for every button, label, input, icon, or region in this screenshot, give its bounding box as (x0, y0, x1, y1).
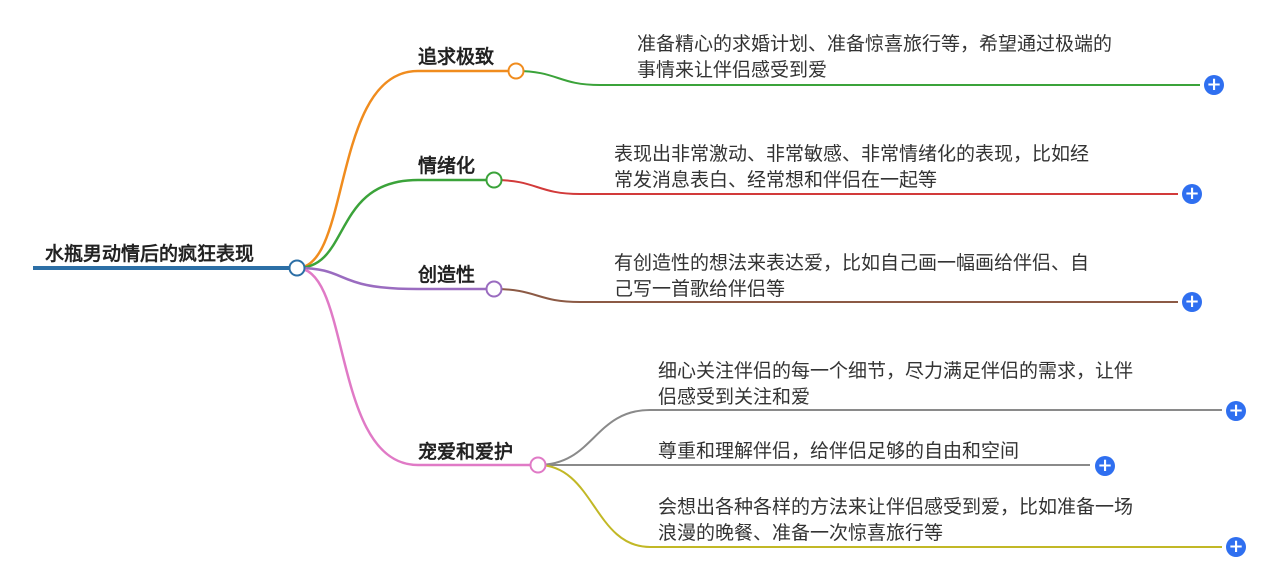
plus-icon[interactable]: + (1182, 184, 1202, 204)
leaf-text-line: 浪漫的晚餐、准备一次惊喜旅行等 (658, 522, 944, 544)
leaf-text-line: 会想出各种各样的方法来让伴侣感受到爱，比如准备一场 (658, 496, 1134, 518)
branch-node-label: 追求极致 (418, 46, 495, 68)
leaf-text-line: 尊重和理解伴侣，给伴侣足够的自由和空间 (658, 440, 1020, 462)
leaf-node-text: 表现出非常激动、非常敏感、非常情绪化的表现，比如经常发消息表白、经常想和伴侣在一… (614, 141, 1089, 193)
root-node-label: 水瓶男动情后的疯狂表现 (45, 243, 255, 265)
leaf-text-line: 常发消息表白、经常想和伴侣在一起等 (614, 169, 938, 191)
leaf-text-line: 准备精心的求婚计划、准备惊喜旅行等，希望通过极端的 (637, 33, 1113, 55)
leaf-text-line: 表现出非常激动、非常敏感、非常情绪化的表现，比如经 (614, 143, 1090, 165)
plus-icon[interactable]: + (1226, 401, 1246, 421)
branch-connector (296, 69, 516, 270)
leaf-text-line: 己写一首歌给伴侣等 (614, 278, 786, 300)
leaf-node-text: 细心关注伴侣的每一个细节，尽力满足伴侣的需求，让伴侣感受到关注和爱 (658, 358, 1133, 410)
plus-icon[interactable]: + (1204, 75, 1224, 95)
leaf-text-line: 侣感受到关注和爱 (658, 386, 811, 408)
branch-node-label: 宠爱和爱护 (418, 441, 514, 463)
leaf-node-text: 有创造性的想法来表达爱，比如自己画一幅画给伴侣、自己写一首歌给伴侣等 (614, 250, 1089, 302)
leaf-text-line: 有创造性的想法来表达爱，比如自己画一幅画给伴侣、自 (614, 252, 1090, 274)
branch-node-circle (507, 62, 525, 80)
branch-node-circle (485, 171, 503, 189)
leaf-connector (537, 409, 1222, 466)
leaf-node-text: 尊重和理解伴侣，给伴侣足够的自由和空间 (658, 438, 1019, 464)
branch-node-label: 创造性 (418, 264, 476, 286)
branch-connector (296, 266, 538, 467)
root-node-circle (288, 259, 306, 277)
leaf-text-line: 事情来让伴侣感受到爱 (637, 59, 828, 81)
branch-node-circle (485, 280, 503, 298)
leaf-connector (537, 464, 1222, 548)
plus-icon[interactable]: + (1182, 292, 1202, 312)
leaf-connector (493, 288, 1178, 303)
plus-icon[interactable]: + (1095, 456, 1115, 476)
branch-connector (296, 266, 494, 291)
branch-node-circle (529, 456, 547, 474)
leaf-connector (515, 70, 1200, 86)
leaf-text-line: 细心关注伴侣的每一个细节，尽力满足伴侣的需求，让伴 (658, 360, 1134, 382)
plus-icon[interactable]: + (1226, 537, 1246, 557)
branch-node-label: 情绪化 (418, 155, 476, 177)
leaf-connector (493, 179, 1178, 195)
leaf-node-text: 会想出各种各样的方法来让伴侣感受到爱，比如准备一场浪漫的晚餐、准备一次惊喜旅行等 (658, 494, 1133, 546)
branch-connector (296, 178, 494, 270)
leaf-node-text: 准备精心的求婚计划、准备惊喜旅行等，希望通过极端的事情来让伴侣感受到爱 (637, 31, 1112, 83)
